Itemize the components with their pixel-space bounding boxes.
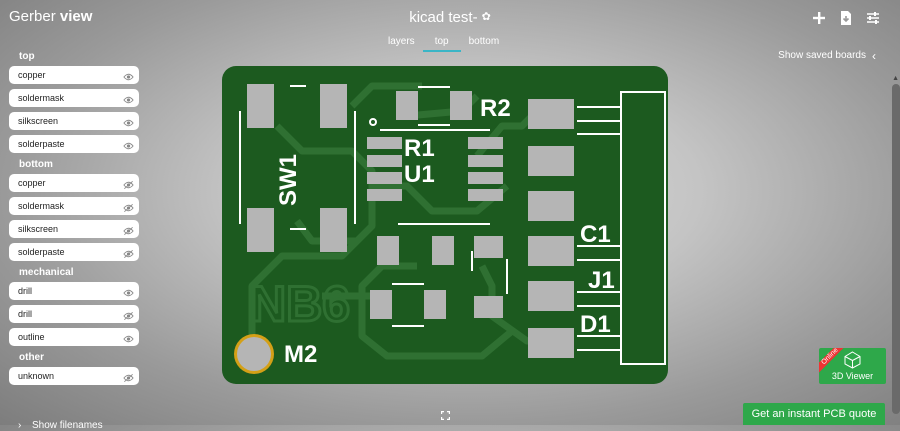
tab-layers[interactable]: layers xyxy=(388,36,415,47)
layer-sidebar: top copper soldermask silkscreen solderpaste… xyxy=(9,50,139,390)
d1-label: D1 xyxy=(580,311,611,338)
layer-label: soldermask xyxy=(18,93,65,103)
layer-label: solderpaste xyxy=(18,139,65,149)
fullscreen-icon[interactable] xyxy=(441,411,450,420)
eye-off-icon[interactable] xyxy=(123,224,134,236)
mounting-hole xyxy=(237,337,271,371)
sliders-icon[interactable] xyxy=(866,10,880,26)
eye-off-icon[interactable] xyxy=(123,201,134,213)
pcb-board: NB6 xyxy=(222,66,668,384)
c1-label: C1 xyxy=(580,221,611,248)
pads xyxy=(247,84,574,358)
u1-label: U1 xyxy=(404,161,435,188)
eye-icon[interactable] xyxy=(123,93,134,104)
eye-off-icon[interactable] xyxy=(123,247,134,259)
3d-viewer-button[interactable]: Online 3D Viewer xyxy=(819,348,886,384)
board-title-text: kicad test- xyxy=(409,9,478,26)
layer-group-other: other xyxy=(19,352,44,363)
layer-label: soldermask xyxy=(18,201,65,211)
cube-icon xyxy=(844,351,861,369)
layer-item-mechanical-drill[interactable]: drill xyxy=(9,282,139,300)
layer-group-top: top xyxy=(19,51,35,62)
layer-label: drill xyxy=(18,309,33,319)
chevron-left-icon[interactable]: ‹ xyxy=(872,49,876,63)
layer-item-bottom-copper[interactable]: copper xyxy=(9,174,139,192)
layer-item-bottom-soldermask[interactable]: soldermask xyxy=(9,197,139,215)
nb6-label: NB6 xyxy=(250,276,350,332)
layer-item-bottom-silkscreen[interactable]: silkscreen xyxy=(9,220,139,238)
layer-item-mechanical-outline[interactable]: outline xyxy=(9,328,139,346)
j1-label: J1 xyxy=(588,267,615,294)
layer-label: outline xyxy=(18,332,45,342)
eye-off-icon[interactable] xyxy=(123,309,134,321)
tab-top[interactable]: top xyxy=(422,36,461,52)
nb6-ghost-text: NB6 xyxy=(249,275,352,334)
view-tabs: layers top bottom xyxy=(380,36,507,52)
layer-item-mechanical-drill[interactable]: drill xyxy=(9,305,139,323)
add-icon[interactable] xyxy=(812,10,826,26)
board-title: kicad test-✿ xyxy=(0,9,900,26)
scrollbar[interactable] xyxy=(892,84,900,414)
layer-item-top-copper[interactable]: copper xyxy=(9,66,139,84)
download-icon[interactable] xyxy=(839,10,853,26)
layer-item-top-soldermask[interactable]: soldermask xyxy=(9,89,139,107)
instant-quote-button[interactable]: Get an instant PCB quote xyxy=(743,403,885,425)
r1-label: R1 xyxy=(404,135,435,162)
eye-icon[interactable] xyxy=(123,286,134,297)
layer-label: silkscreen xyxy=(18,116,59,126)
tab-bottom[interactable]: bottom xyxy=(468,36,500,47)
layer-item-bottom-solderpaste[interactable]: solderpaste xyxy=(9,243,139,261)
m2-label: M2 xyxy=(284,341,317,368)
layer-group-mechanical: mechanical xyxy=(19,267,74,278)
layer-item-top-silkscreen[interactable]: silkscreen xyxy=(9,112,139,130)
layer-label: silkscreen xyxy=(18,224,59,234)
layer-label: solderpaste xyxy=(18,247,65,257)
eye-off-icon[interactable] xyxy=(123,178,134,190)
eye-icon[interactable] xyxy=(123,139,134,150)
chevron-down-icon: › xyxy=(18,420,22,431)
scroll-up-arrow-icon[interactable]: ▲ xyxy=(892,75,899,82)
r2-label: R2 xyxy=(480,95,511,122)
app-title: Gerber view xyxy=(9,8,93,25)
layer-item-other-unknown[interactable]: unknown xyxy=(9,367,139,385)
sw1-label: SW1 xyxy=(275,154,302,206)
layer-label: copper xyxy=(18,178,46,188)
3d-viewer-label: 3D Viewer xyxy=(831,371,874,381)
show-filenames-toggle[interactable]: ›Show filenames xyxy=(18,420,103,431)
layer-label: copper xyxy=(18,70,46,80)
eye-icon[interactable] xyxy=(123,332,134,343)
eye-icon[interactable] xyxy=(123,116,134,127)
eye-icon[interactable] xyxy=(123,70,134,81)
layer-item-top-solderpaste[interactable]: solderpaste xyxy=(9,135,139,153)
show-saved-boards-link[interactable]: Show saved boards xyxy=(778,50,866,61)
silkscreen xyxy=(239,85,666,365)
eye-off-icon[interactable] xyxy=(123,371,134,383)
layer-label: unknown xyxy=(18,371,55,381)
layer-label: drill xyxy=(18,286,33,296)
layer-group-bottom: bottom xyxy=(19,159,53,170)
gear-icon[interactable]: ✿ xyxy=(481,11,491,23)
